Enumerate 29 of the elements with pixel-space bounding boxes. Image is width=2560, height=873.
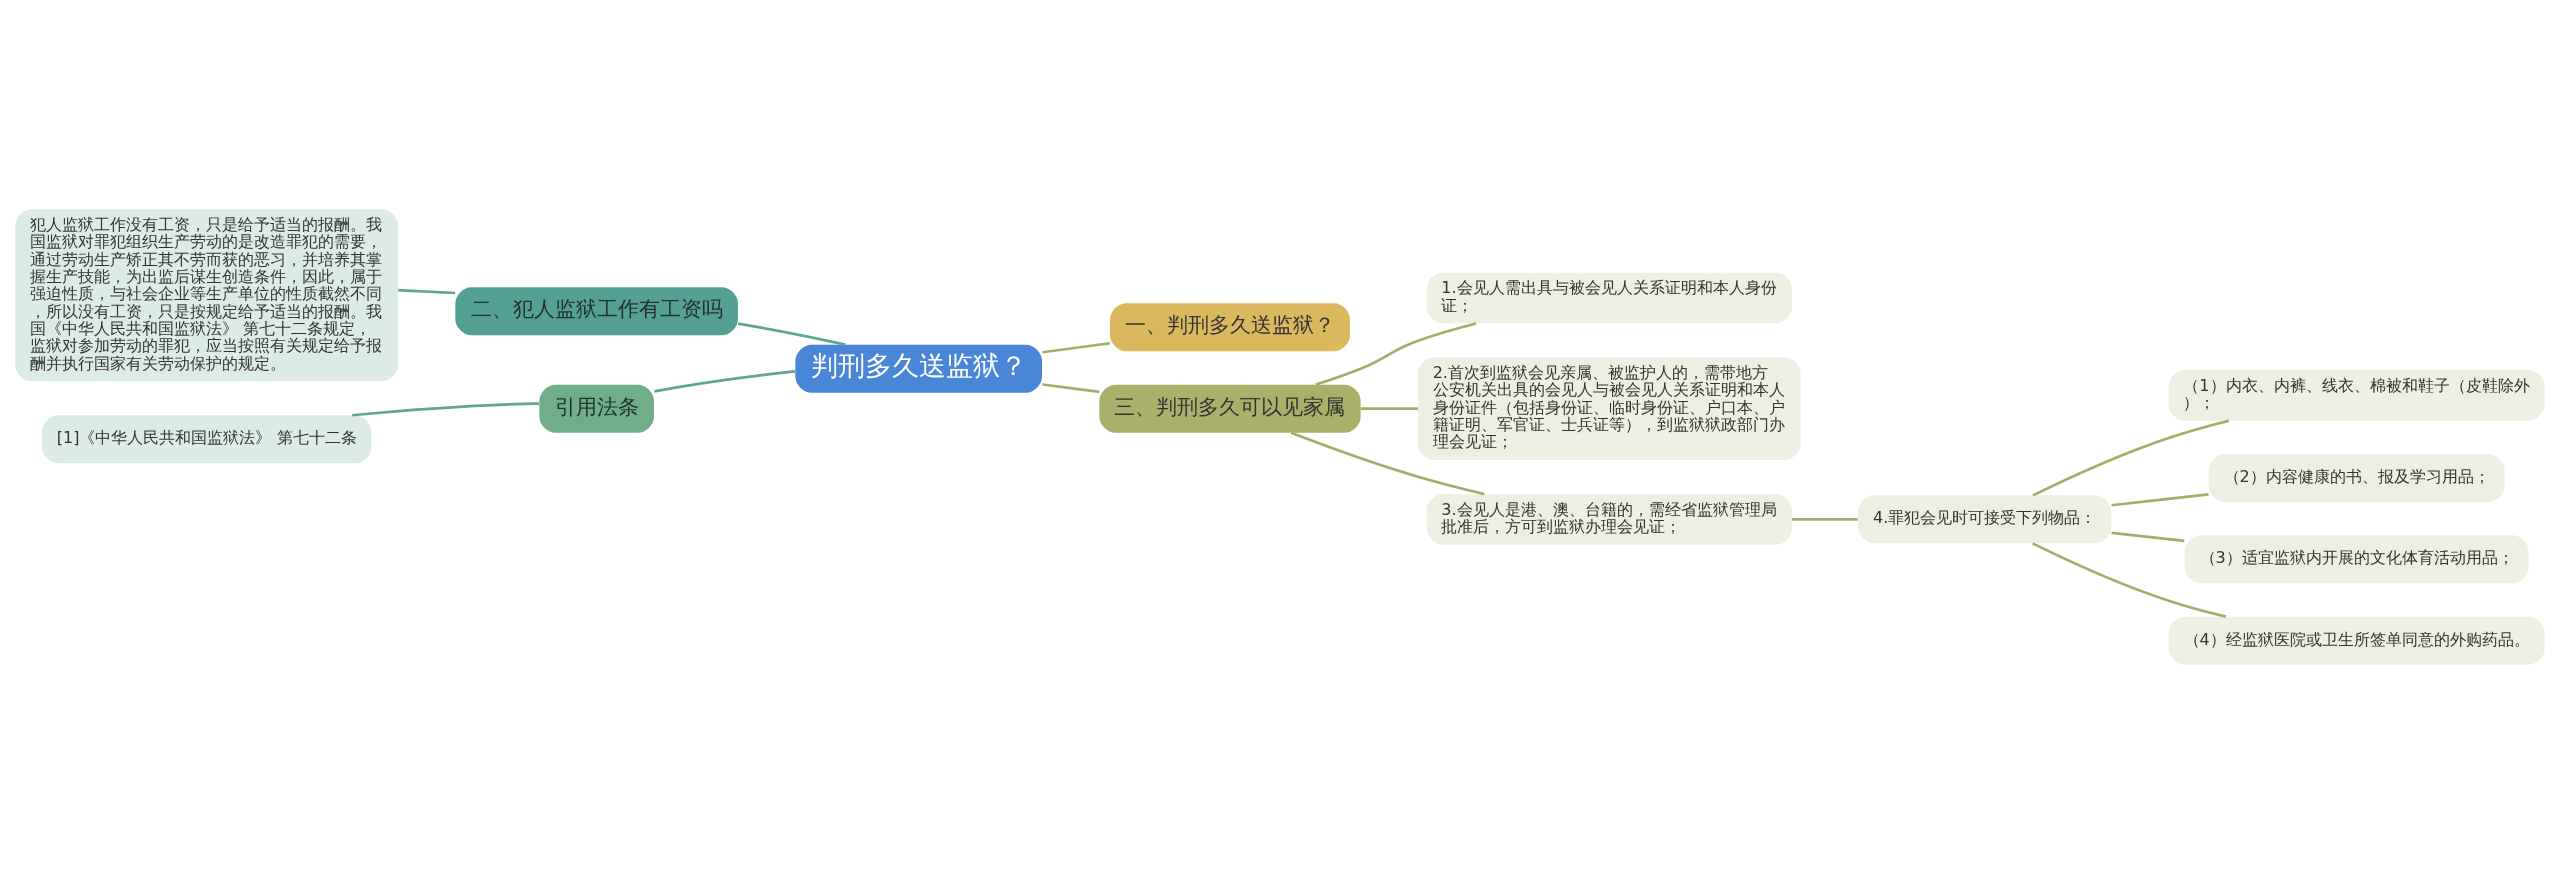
connector <box>1792 517 1858 521</box>
node-box: 3.会见人是港、澳、台籍的，需经省监狱管理局批准后，方可到监狱办理会见证； <box>1426 493 1792 545</box>
connector <box>2111 531 2185 542</box>
node-box: （4）经监狱医院或卫生所签单同意的外购药品。 <box>2168 616 2545 665</box>
connector <box>1315 321 1477 386</box>
node-box: 4.罪犯会见时可接受下列物品： <box>1858 494 2112 543</box>
connector <box>1360 406 1418 410</box>
connector <box>2111 492 2209 507</box>
connector <box>2032 541 2227 618</box>
node-box: （3）适宜监狱内开展的文化体育活动用品； <box>2184 534 2529 583</box>
node-box: 判刑多久送监狱？ <box>795 344 1042 393</box>
node-box: （1）内衣、内裤、线衣、棉被和鞋子（皮鞋除外）； <box>2168 369 2545 421</box>
connector <box>352 401 539 417</box>
node-box: 2.首次到监狱会见亲属、被监护人的，需带地方公安机关出具的会见人与被会见人关系证明和本人身份证件（包括身份证、临时身份证、户口本、户籍证明、军官证、士兵证等），到监狱狱政部门办理会见证； <box>1418 356 1801 460</box>
node-box: 二、犯人监狱工作有工资吗 <box>455 286 738 335</box>
node-box: 引用法条 <box>539 384 654 433</box>
connector <box>1042 341 1111 354</box>
node-box: 1.会见人需出具与被会见人关系证明和本人身份证； <box>1426 272 1792 323</box>
node-box: 犯人监狱工作没有工资，只是给予适当的报酬。我国监狱对罪犯组织生产劳动的是改造罪犯的需要，通过劳动生产矫正其不劳而获的恶习，并培养其掌握生产技能，为出监后谋生创造条件，因此，属于强迫性质，与社会企业等生产单位的性质截然不同，所以没有工资，只是按规定给予适当的报酬。我国《中华人民共和国监狱法》 第七十二条规定，监狱对参加劳动的罪犯，应当按照有关规定给予报酬并执行国家有关劳动保护的规定。 <box>15 208 398 381</box>
node-box: [1]《中华人民共和国监狱法》 第七十二条 <box>42 414 372 463</box>
node-box: 三、判刑多久可以见家属 <box>1099 384 1361 433</box>
connector <box>398 288 456 294</box>
node-box: 一、判刑多久送监狱？ <box>1110 302 1350 351</box>
connector <box>1290 430 1485 495</box>
node-box: （2）内容健康的书、报及学习用品； <box>2208 453 2505 502</box>
connector <box>2032 418 2230 497</box>
connector <box>654 369 796 393</box>
connector <box>737 321 846 346</box>
connector <box>1042 382 1100 393</box>
